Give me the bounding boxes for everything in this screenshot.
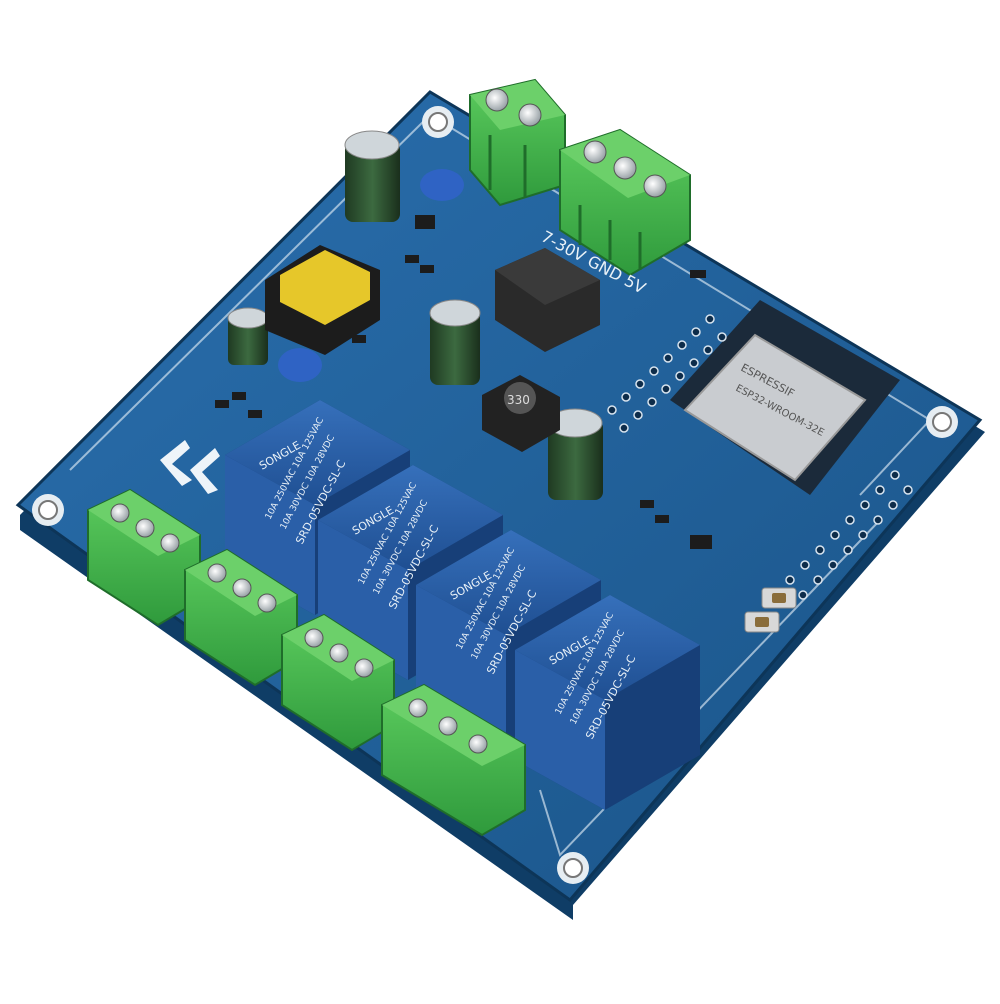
relay-terminal	[381, 683, 526, 837]
brand-logo-icon	[160, 440, 220, 494]
relay-terminal	[184, 548, 298, 687]
ceramic-capacitor	[420, 169, 464, 201]
electrolytic-capacitor	[227, 307, 269, 365]
transformer	[265, 245, 380, 355]
mounting-hole	[557, 852, 589, 884]
pin-header	[785, 470, 913, 600]
mounting-hole	[32, 494, 64, 526]
tactile-button	[744, 611, 780, 633]
power-terminal-2pin	[469, 78, 566, 207]
esp32-module: ESPRESSIF ESP32-WROOM-32E	[670, 300, 900, 495]
relay-terminal	[87, 488, 201, 627]
mounting-hole	[422, 106, 454, 138]
mounting-hole	[926, 406, 958, 438]
relay-terminal	[281, 613, 395, 752]
smd-components	[215, 215, 712, 549]
relay: SONGLE 10A 250VAC 10A 125VAC 10A 30VDC 1…	[515, 595, 700, 810]
ceramic-capacitor	[278, 348, 322, 382]
pin-header	[607, 314, 727, 433]
electrolytic-capacitor	[344, 130, 400, 222]
silkscreen-border	[69, 113, 932, 496]
regulator-ic	[495, 248, 600, 352]
power-inductor: 330	[482, 375, 560, 452]
inductor-marking: 330	[507, 393, 530, 407]
tactile-button	[761, 587, 797, 609]
power-terminal-3pin	[559, 128, 691, 277]
electrolytic-capacitor	[429, 299, 481, 385]
